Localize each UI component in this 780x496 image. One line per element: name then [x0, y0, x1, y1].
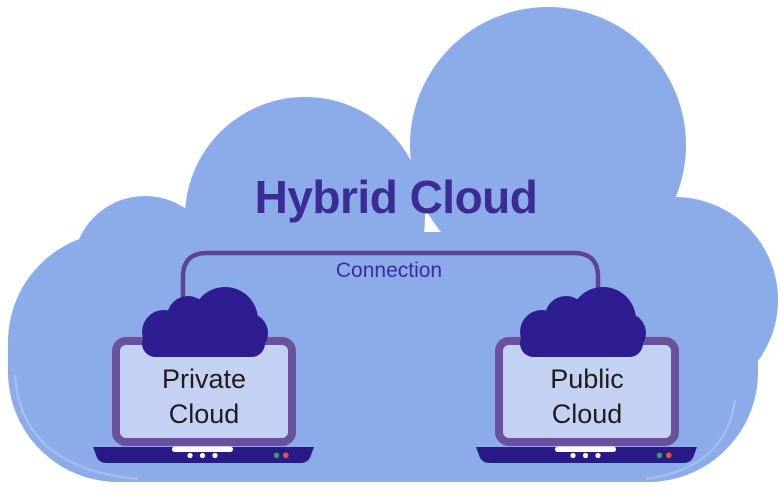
cloud-icon-base [520, 330, 643, 357]
private-cloud-label: Private Cloud [161, 364, 247, 429]
private-cloud-laptop [93, 287, 314, 463]
public-laptop-hinge-notch [555, 446, 616, 452]
private-indicator-dot-red [283, 452, 289, 459]
connection-line [180, 250, 601, 318]
private-indicator-dot-white [187, 452, 193, 459]
public-indicator-dot-red [666, 452, 672, 459]
public-indicator-dot-green [656, 452, 663, 459]
private-laptop-hinge-notch [172, 446, 233, 452]
public-cloud-laptop [476, 337, 697, 463]
private-indicator-dot-white [212, 452, 218, 459]
public-indicator-dot-white [570, 452, 576, 459]
public-indicator-dot-white [595, 452, 601, 459]
cloud-icon-base [142, 330, 265, 357]
public-cloud-label: Public Cloud [550, 364, 624, 429]
private-cloud-icon [142, 287, 268, 357]
public-indicator-dot-white [582, 452, 589, 459]
diagram-title: Hybrid Cloud [254, 171, 538, 223]
public-cloud-icon [520, 287, 646, 357]
private-indicator-dot-white [199, 452, 206, 459]
private-indicator-dot-green [273, 452, 280, 459]
big-cloud-tall-lobe [410, 7, 686, 283]
cloud-highlight-arc-left [13, 374, 139, 481]
connection-label: Connection [335, 259, 443, 282]
cloud-highlight-arc-right [645, 399, 737, 481]
